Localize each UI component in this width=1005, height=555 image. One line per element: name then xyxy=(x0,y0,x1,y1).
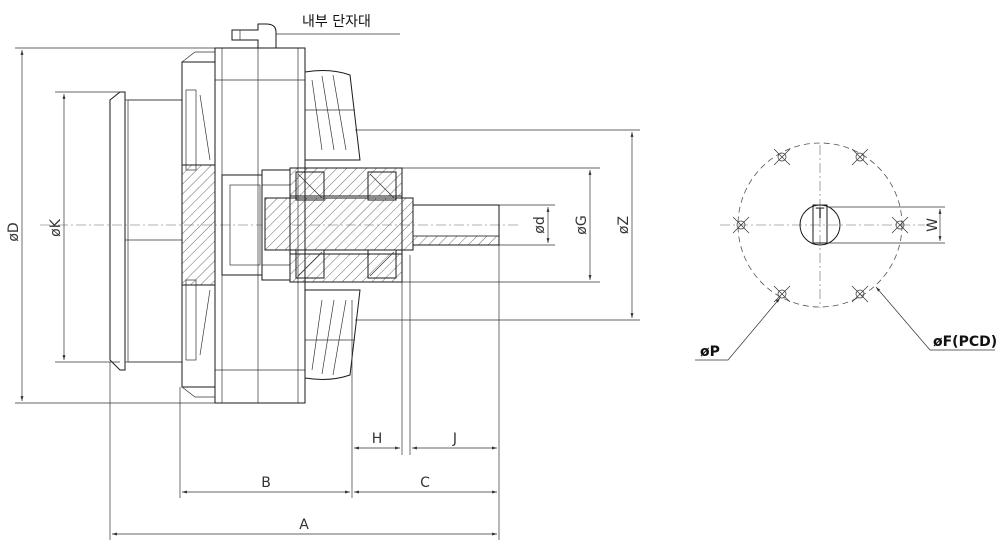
label-dim-B: B xyxy=(261,475,271,491)
label-dim-W: W xyxy=(925,218,941,232)
side-view: 내부 단자대 øD øK ød øG øZ H J B C A xyxy=(6,14,640,540)
left-flange xyxy=(181,51,216,398)
bore-with-keyway: T xyxy=(799,204,841,246)
leader-F xyxy=(875,286,995,351)
cooling-fins-top xyxy=(304,70,361,161)
terminal-bracket xyxy=(231,23,277,49)
label-dim-d: ød xyxy=(532,216,548,233)
label-dim-D: øD xyxy=(6,222,22,241)
label-dim-T: T xyxy=(815,206,825,222)
left-cover-plate xyxy=(109,91,183,371)
cooling-fins-bottom xyxy=(304,289,361,380)
label-dim-J: J xyxy=(452,431,457,447)
label-internal-terminal: 내부 단자대 xyxy=(302,14,371,30)
bolt-hole xyxy=(732,216,750,234)
shaft xyxy=(264,197,500,251)
label-dim-P: øP xyxy=(700,344,720,360)
bolt-holes xyxy=(732,148,909,303)
bolt-hole xyxy=(773,148,791,166)
bolt-hole xyxy=(891,216,909,234)
leader-P xyxy=(695,297,781,361)
label-dim-A: A xyxy=(299,517,309,533)
label-dim-K: øK xyxy=(48,218,64,237)
label-dim-H: H xyxy=(372,431,383,447)
front-view: T xyxy=(695,142,997,361)
label-dim-Z: øZ xyxy=(616,216,632,234)
label-dim-C: C xyxy=(420,475,430,491)
bolt-hole xyxy=(851,148,869,166)
bolt-hole xyxy=(851,285,869,303)
label-dim-G: øG xyxy=(574,215,590,234)
label-dim-F: øF(PCD) xyxy=(933,334,997,350)
